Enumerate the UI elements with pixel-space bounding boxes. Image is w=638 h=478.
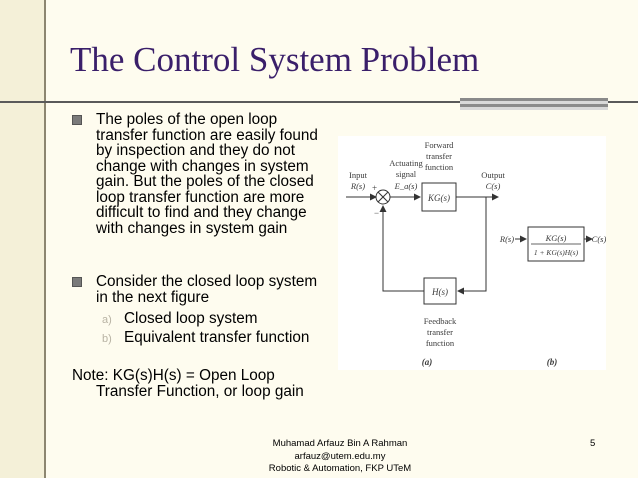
forward-label-line: transfer <box>426 151 452 161</box>
bullet-square-icon <box>72 115 82 125</box>
title-divider-accent <box>460 98 608 110</box>
forward-block-label: KG(s) <box>427 193 450 203</box>
block-diagram-svg: Forward transfer function Actuating sign… <box>346 140 606 367</box>
note-line-1: Note: KG(s)H(s) = Open Loop <box>72 367 275 384</box>
input-label: Input <box>349 170 368 180</box>
forward-block <box>421 182 457 212</box>
sub-item-label: b) <box>102 333 112 345</box>
footer-affiliation: Robotic & Automation, FKP UTeM <box>268 463 412 474</box>
forward-label-line: Forward <box>425 140 455 150</box>
sub-item: b) Equivalent transfer function <box>102 329 309 347</box>
left-margin-strip <box>0 0 44 478</box>
bullet-text: The poles of the open loop transfer func… <box>96 111 318 237</box>
equiv-output-label: C(s) <box>592 234 606 244</box>
bullet-square-icon <box>72 277 82 287</box>
bullet-item: Consider the closed loop system in the n… <box>72 274 332 305</box>
input-symbol: R(s) <box>350 181 365 191</box>
title-divider <box>0 101 638 103</box>
bullet-item: The poles of the open loop transfer func… <box>72 112 332 236</box>
block-diagram: Forward transfer function Actuating sign… <box>338 136 606 370</box>
equiv-denominator: 1 + KG(s)H(s) <box>534 248 579 257</box>
plus-sign: + <box>372 183 377 193</box>
forward-label-line: function <box>425 162 454 172</box>
feedback-label-line: function <box>426 338 455 348</box>
equiv-input-label: R(s) <box>499 234 514 244</box>
page-number: 5 <box>590 438 596 449</box>
caption-b: (b) <box>547 357 558 367</box>
sub-item-label: a) <box>102 314 112 326</box>
note-line-2: Transfer Function, or loop gain <box>96 382 304 400</box>
feedback-block-label: H(s) <box>431 287 448 297</box>
output-symbol: C(s) <box>486 181 501 191</box>
footer-author: Muhamad Arfauz Bin A Rahman <box>272 438 408 449</box>
footer: Muhamad Arfauz Bin A Rahman arfauz@utem.… <box>250 438 430 476</box>
feedback-return-path <box>379 205 424 292</box>
sub-item-text: Equivalent transfer function <box>124 329 310 346</box>
caption-a: (a) <box>422 357 433 367</box>
feedback-path <box>457 197 487 295</box>
actuating-label-line: Actuating <box>389 158 423 168</box>
feedback-block <box>423 277 457 305</box>
sub-item: a) Closed loop system <box>102 310 257 328</box>
slide-title: The Control System Problem <box>70 40 480 79</box>
footer-email: arfauz@utem.edu.my <box>294 450 386 462</box>
actuating-label-line: signal <box>396 169 417 179</box>
feedback-label-line: transfer <box>427 327 453 337</box>
minus-sign: − <box>374 208 379 218</box>
actuating-signal-symbol: E_a(s) <box>394 181 418 191</box>
sub-item-text: Closed loop system <box>124 310 258 327</box>
feedback-label-line: Feedback <box>424 316 457 326</box>
note: Note: KG(s)H(s) = Open Loop Transfer Fun… <box>72 368 332 399</box>
equiv-numerator: KG(s) <box>545 233 567 243</box>
output-label: Output <box>481 170 505 180</box>
left-margin-line <box>44 0 46 478</box>
bullet-text: Consider the closed loop system in the n… <box>96 273 318 306</box>
